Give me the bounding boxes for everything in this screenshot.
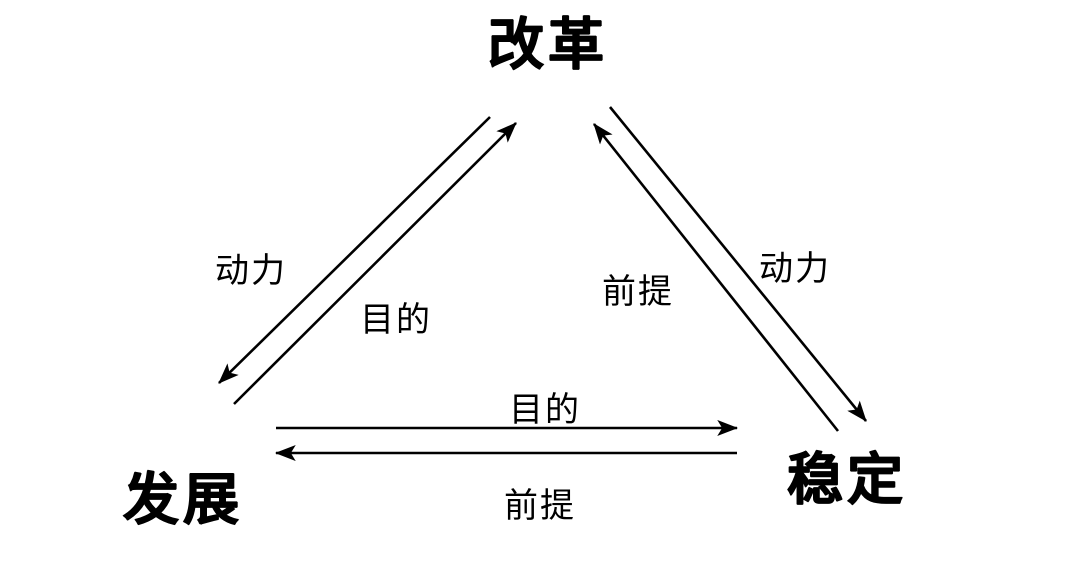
edge-label-left-inner-purpose: 目的 bbox=[360, 300, 432, 340]
edge-label-left-outer-motivation: 动力 bbox=[215, 251, 287, 291]
node-label-stability: 稳定 bbox=[787, 447, 907, 513]
edge-label-right-outer-motivation: 动力 bbox=[759, 249, 831, 289]
node-label-reform: 改革 bbox=[488, 12, 608, 78]
arrow-reform-to-stability bbox=[608, 106, 868, 422]
node-label-development: 发展 bbox=[123, 467, 243, 533]
edge-label-right-inner-premise: 前提 bbox=[602, 272, 674, 312]
edge-label-bottom-upper-purpose: 目的 bbox=[509, 390, 581, 430]
arrow-stability-to-reform bbox=[592, 123, 840, 432]
arrow-reform-to-development bbox=[218, 116, 491, 384]
edge-label-bottom-lower-premise: 前提 bbox=[504, 486, 576, 526]
arrow-development-to-reform bbox=[233, 122, 517, 405]
